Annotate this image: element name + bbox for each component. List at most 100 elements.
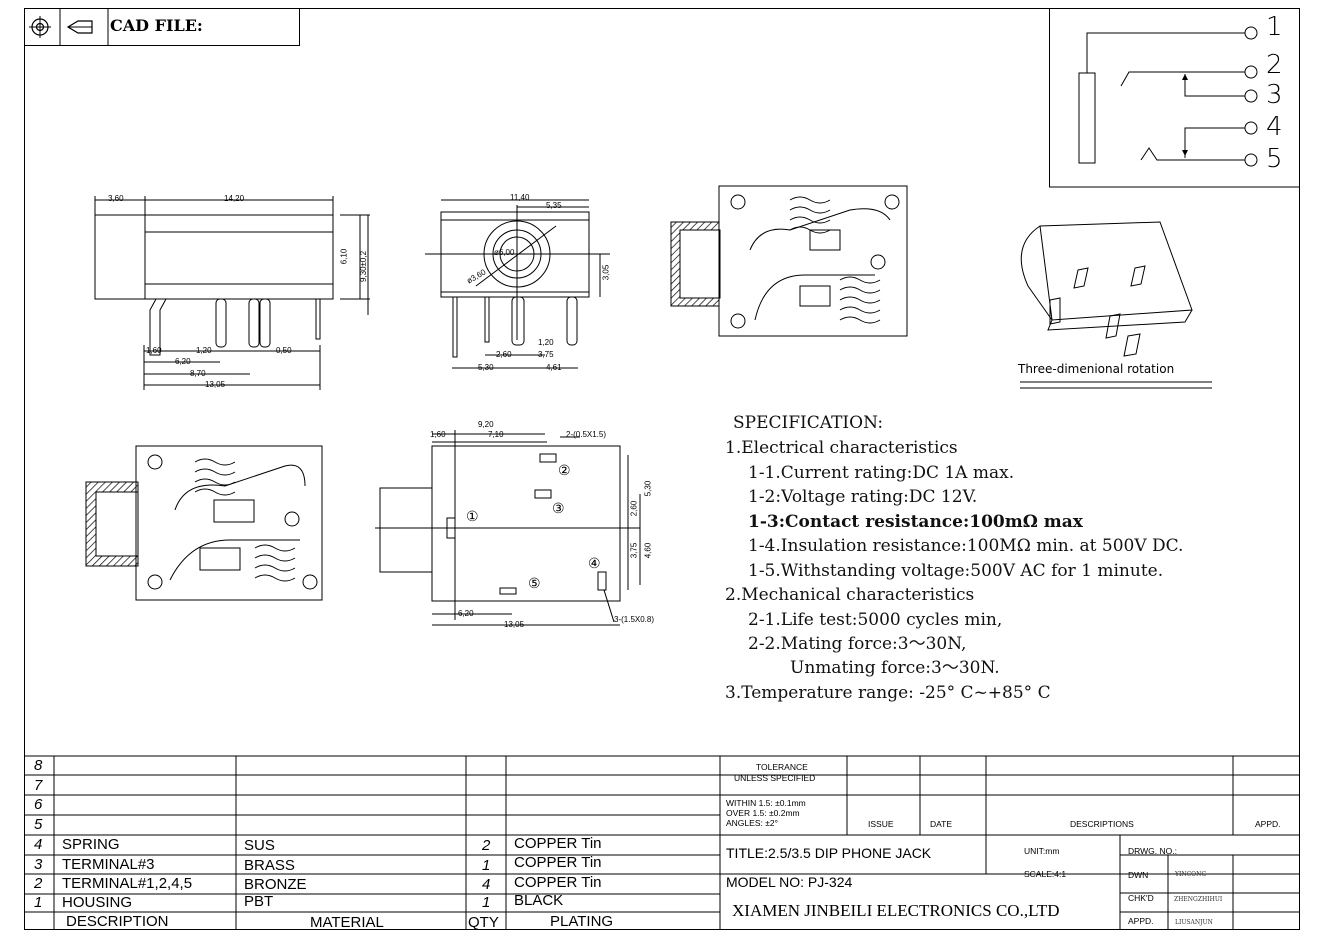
bom-row-2-desc: TERMINAL#1,2,4,5 <box>62 875 193 892</box>
tolerance-over: OVER 1.5: ±0.2mm <box>726 808 800 818</box>
spec-line-5: 1-4.Insulation resistance:100MΩ min. at … <box>748 536 1184 556</box>
bom-row-5-no: 5 <box>34 816 43 833</box>
bom-row-3-qty: 1 <box>482 857 491 874</box>
spec-line-7: 2.Mechanical characteristics <box>725 585 975 605</box>
dim-front-top-a: 11,40 <box>510 193 530 202</box>
pin-number-5: 5 <box>1266 144 1283 174</box>
date-header: DATE <box>930 819 953 829</box>
bom-row-4-qty: 2 <box>482 837 491 854</box>
bom-header-plating: PLATING <box>550 913 614 930</box>
dim-side-b4: 6,20 <box>175 357 191 366</box>
scale-label: SCALE:4:1 <box>1024 869 1067 879</box>
dim-side-b6: 13,05 <box>205 380 226 389</box>
marker-4: ④ <box>588 555 601 571</box>
marker-1: ① <box>466 508 479 524</box>
company-name: XIAMEN JINBEILI ELECTRONICS CO.,LTD <box>732 901 1060 920</box>
spec-line-11: 3.Temperature range: -25° C~+85° C <box>725 683 1051 703</box>
tolerance-line-1: TOLERANCE <box>756 762 808 772</box>
bom-row-6-no: 6 <box>34 796 43 813</box>
projection-symbol-icon <box>29 8 109 46</box>
spec-line-4: 1-3:Contact resistance:100mΩ max <box>748 512 1083 532</box>
dim-front-d1: ø6,00 <box>494 248 515 257</box>
marker-3: ③ <box>552 500 565 516</box>
front-view <box>425 199 610 369</box>
dim-bottom-b1: 6,20 <box>458 609 474 618</box>
bom-header-qty: QTY <box>468 914 499 931</box>
footprint-view <box>375 430 641 626</box>
bom-row-1-no: 1 <box>34 894 43 911</box>
descriptions-header: DESCRIPTIONS <box>1070 819 1134 829</box>
side-view <box>94 196 370 390</box>
issue-header: ISSUE <box>868 819 894 829</box>
bom-row-2-material: BRONZE <box>244 876 307 893</box>
drawn-by-label: DWN <box>1128 870 1149 880</box>
cad-file-label: CAD FILE: <box>110 16 203 35</box>
bom-row-1-material: PBT <box>244 893 274 910</box>
dim-front-b1: 1,20 <box>538 338 554 347</box>
spec-line-8: 2-1.Life test:5000 cycles min, <box>748 610 1003 630</box>
pin-number-4: 4 <box>1266 112 1283 142</box>
drawn-by-name: YINCONG <box>1175 871 1207 878</box>
bom-header-description: DESCRIPTION <box>66 913 169 930</box>
pin-schematic <box>1049 8 1300 188</box>
spec-line-1: 1.Electrical characteristics <box>725 438 958 458</box>
bom-row-3-plating: COPPER Tin <box>514 854 602 871</box>
mechanical-views <box>85 185 1212 626</box>
bom-row-1-desc: HOUSING <box>62 894 133 911</box>
bom-row-4-desc: SPRING <box>62 836 120 853</box>
pin-number-2: 2 <box>1266 50 1283 80</box>
bom-header-material: MATERIAL <box>310 914 384 931</box>
bom-row-1-qty: 1 <box>482 894 491 911</box>
sheet-border <box>24 8 1300 930</box>
pin-number-3: 3 <box>1266 80 1283 110</box>
bom-row-3-material: BRASS <box>244 857 295 874</box>
dim-side-b3: 0,50 <box>276 346 292 355</box>
dim-front-b4: 5,30 <box>478 363 494 372</box>
dim-side-b1: 1,60 <box>146 346 162 355</box>
unit-label: UNIT:mm <box>1024 846 1060 856</box>
spec-line-3: 1-2:Voltage rating:DC 12V. <box>748 487 978 507</box>
spec-line-2: 1-1.Current rating:DC 1A max. <box>748 463 1015 483</box>
isometric-view <box>1020 221 1212 389</box>
dim-side-top-a: 3,60 <box>108 194 124 203</box>
bom-row-2-qty: 4 <box>482 876 491 893</box>
approved-by-name: LIUSANJUN <box>1175 919 1213 926</box>
spec-line-9: 2-2.Mating force:3～30N, <box>748 634 967 654</box>
dim-bottom-b2: 13,05 <box>504 620 525 629</box>
spec-line-6: 1-5.Withstanding voltage:500V AC for 1 m… <box>748 561 1164 581</box>
bom-row-4-material: SUS <box>244 837 275 854</box>
marker-5: ⑤ <box>528 575 541 591</box>
bom-row-4-no: 4 <box>34 836 43 853</box>
dim-front-top-b: 5,35 <box>546 201 562 210</box>
drawing-number-label: DRWG. NO.: <box>1128 846 1177 856</box>
bom-row-3-desc: TERMINAL#3 <box>62 856 155 873</box>
dim-side-b2: 1,20 <box>196 346 212 355</box>
bom-row-4-plating: COPPER Tin <box>514 835 602 852</box>
dim-front-b2: 2,60 <box>496 350 512 359</box>
drawing-title: TITLE:2.5/3.5 DIP PHONE JACK <box>726 845 932 861</box>
tolerance-angles: ANGLES: ±2° <box>726 818 779 828</box>
bom-row-2-no: 2 <box>34 875 43 892</box>
dim-bottom-t1: 9,20 <box>478 420 494 429</box>
model-number: MODEL NO: PJ-324 <box>726 874 853 890</box>
checked-by-label: CHK'D <box>1128 893 1154 903</box>
tolerance-within: WITHIN 1.5: ±0.1mm <box>726 798 806 808</box>
spec-line-10: Unmating force:3～30N. <box>790 658 1000 678</box>
bom-row-1-plating: BLACK <box>514 892 564 909</box>
dim-bottom-t2: 1,60 <box>430 430 446 439</box>
bom-row-3-no: 3 <box>34 856 43 873</box>
dim-bottom-b3: 3-(1.5X0.8) <box>614 615 655 624</box>
dim-front-b5: 4,61 <box>546 363 562 372</box>
appd-header: APPD. <box>1255 819 1281 829</box>
internal-bottom-view <box>85 445 323 601</box>
iso-caption: Three-dimenional rotation <box>1018 362 1175 376</box>
internal-top-view <box>670 185 908 337</box>
approved-by-label: APPD. <box>1128 916 1154 926</box>
pin-number-1: 1 <box>1266 12 1283 42</box>
dim-bottom-t3: 7,10 <box>488 430 504 439</box>
dim-side-top-b: 14,20 <box>224 194 245 203</box>
tolerance-line-2: UNLESS SPECIFIED <box>734 773 816 783</box>
dim-bottom-t4: 2-(0.5X1.5) <box>566 430 607 439</box>
